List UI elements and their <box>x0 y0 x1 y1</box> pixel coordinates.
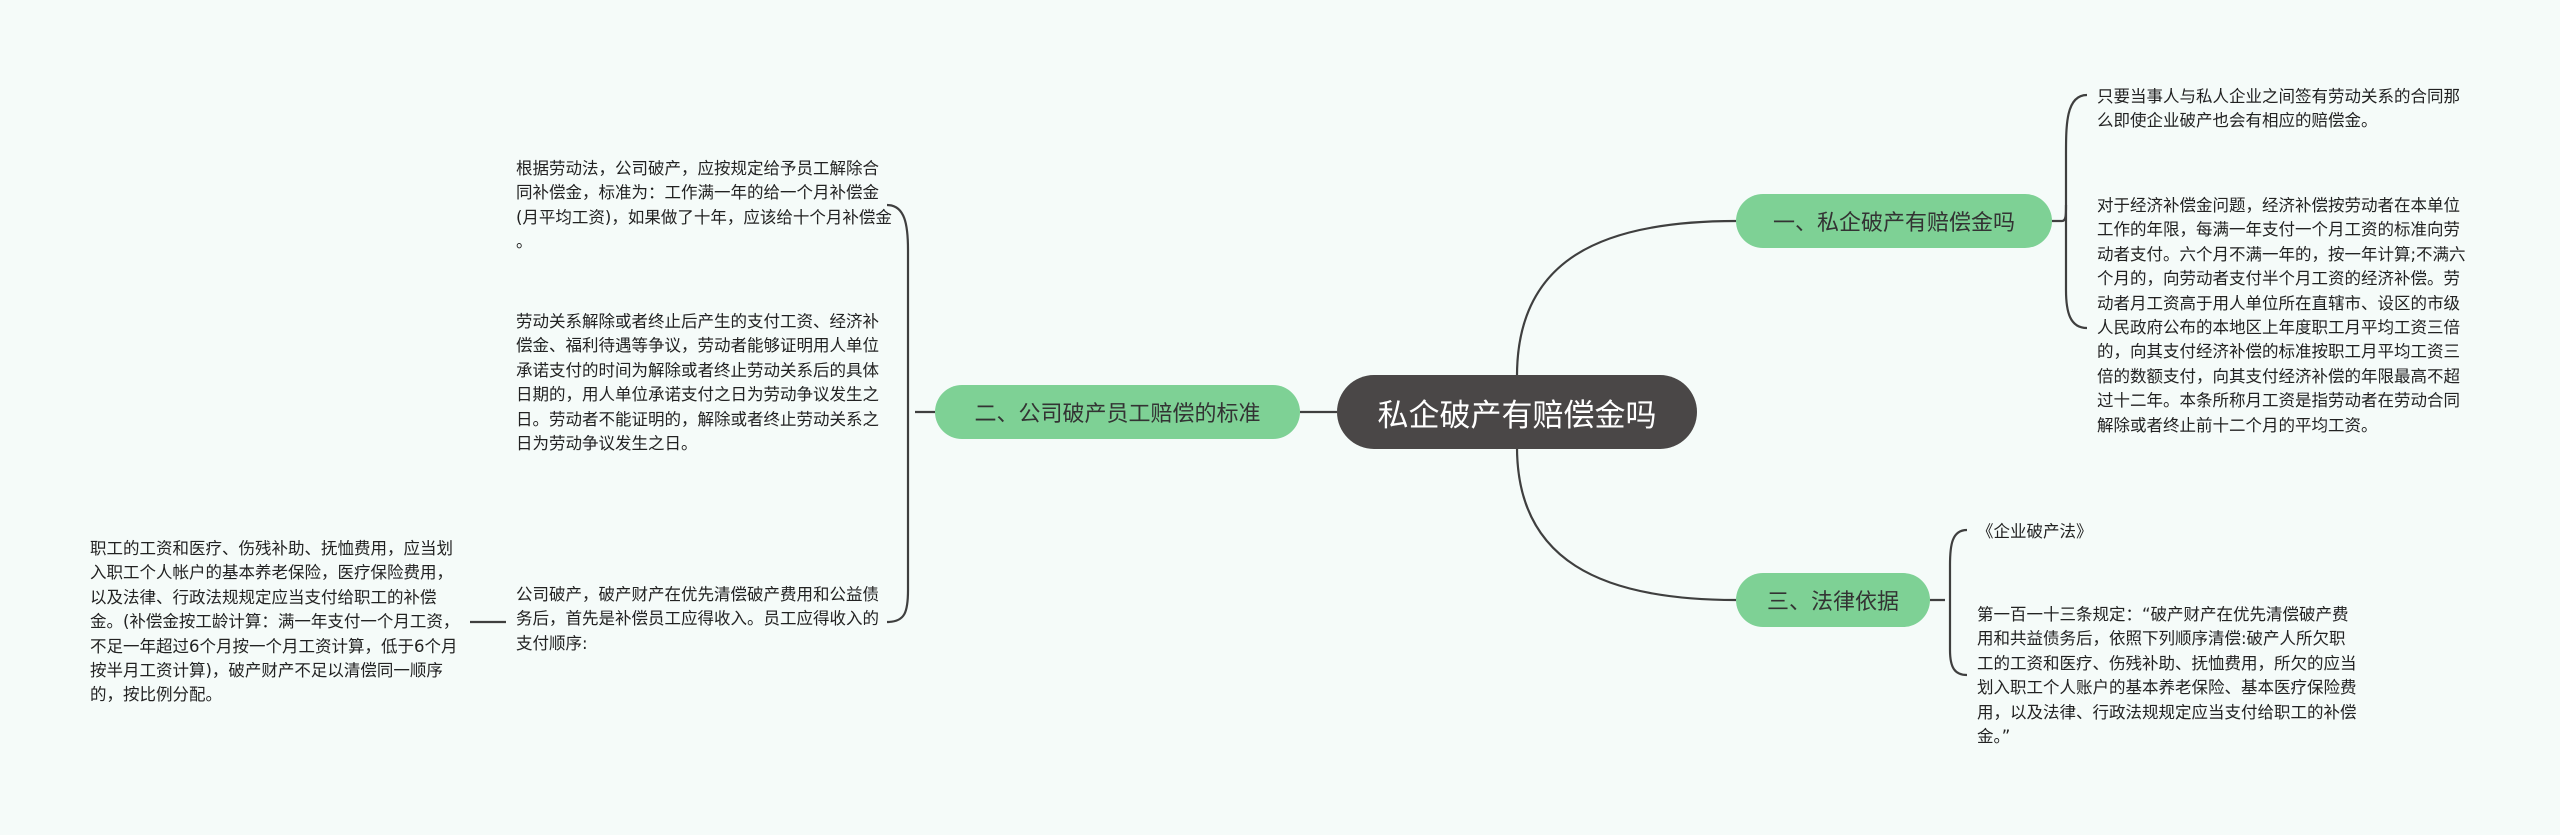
leaf-b3-2: 第一百一十三条规定：“破产财产在优先清偿破产费用和共益债务后，依照下列顺序清偿:… <box>1977 605 2357 747</box>
link-b2-bracket <box>886 203 935 624</box>
root-node[interactable]: 私企破产有赔偿金吗 <box>1337 375 1697 449</box>
link-b1-bracket <box>2052 93 2088 330</box>
link-root-b1 <box>1515 219 1737 377</box>
branch-node-1[interactable]: 一、私企破产有赔偿金吗 <box>1736 194 2052 248</box>
leaf-b2-subleaf: 职工的工资和医疗、伤残补助、抚恤费用，应当划入职工个人帐户的基本养老保险，医疗保… <box>90 539 460 705</box>
leaf-b2-3: 公司破产，破产财产在优先清偿破产费用和公益债务后，首先是补偿员工应得收入。员工应… <box>516 585 879 653</box>
leaf-b1-1: 只要当事人与私人企业之间签有劳动关系的合同那么即使企业破产也会有相应的赔偿金。 <box>2097 87 2460 131</box>
branch-node-3[interactable]: 三、法律依据 <box>1736 573 1930 627</box>
leaf-b2-2: 劳动关系解除或者终止后产生的支付工资、经济补偿金、福利待遇等争议，劳动者能够证明… <box>516 312 879 454</box>
leaf-b2-1: 根据劳动法，公司破产，应按规定给予员工解除合同补偿金，标准为：工作满一年的给一个… <box>516 159 892 252</box>
branch-node-2[interactable]: 二、公司破产员工赔偿的标准 <box>935 385 1300 439</box>
link-b3-bracket <box>1930 528 1968 677</box>
link-b1-leaf1 <box>2061 204 2068 223</box>
leaf-b1-2: 对于经济补偿金问题，经济补偿按劳动者在本单位工作的年限，每满一年支付一个月工资的… <box>2097 196 2466 435</box>
leaf-b3-1: 《企业破产法》 <box>1977 522 2093 541</box>
link-root-b3 <box>1515 446 1737 602</box>
